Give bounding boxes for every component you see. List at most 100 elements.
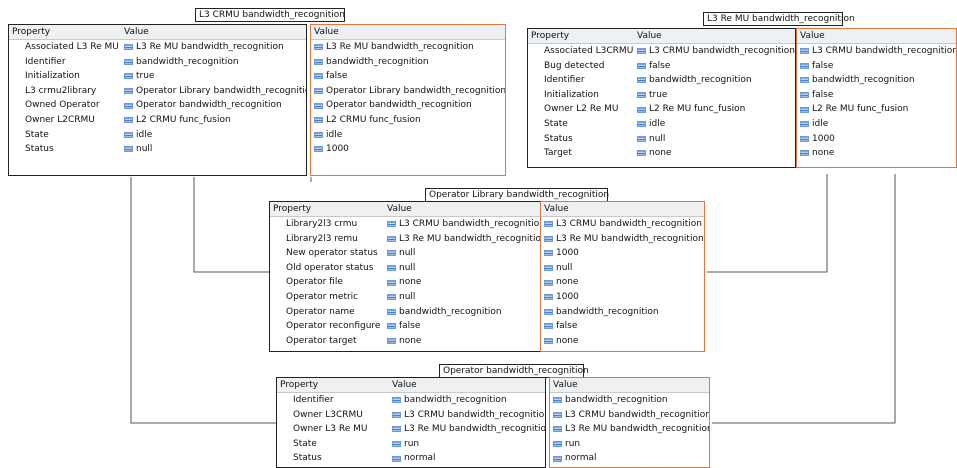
table-row[interactable]: 1000 [311, 142, 505, 157]
value-column-header[interactable]: Value [544, 204, 569, 214]
table-row[interactable]: false [797, 59, 956, 74]
table-row[interactable]: false [311, 69, 505, 84]
table-row[interactable]: idle [797, 117, 956, 132]
property-value[interactable]: Operator bandwidth_recognition [121, 98, 306, 113]
table-row[interactable]: L3 CRMU bandwidth_recognition [550, 408, 709, 423]
compared-value[interactable]: bandwidth_recognition [311, 55, 429, 70]
property-column-header[interactable]: Property [280, 380, 319, 390]
compared-value[interactable]: normal [550, 451, 597, 466]
table-row[interactable]: 1000 [541, 246, 704, 261]
property-value[interactable]: null [384, 246, 542, 261]
value-column-header[interactable]: Value [387, 204, 412, 214]
property-value[interactable]: L3 Re MU bandwidth_recognition [384, 232, 542, 247]
compared-value[interactable]: idle [797, 117, 828, 132]
property-value[interactable]: L3 Re MU bandwidth_recognition [389, 422, 545, 437]
compared-value[interactable]: L3 Re MU bandwidth_recognition [311, 40, 474, 55]
table-row[interactable]: L2 Re MU func_fusion [797, 102, 956, 117]
value-column-header[interactable]: Value [637, 31, 662, 41]
property-value[interactable]: none [384, 275, 542, 290]
table-row[interactable]: bandwidth_recognition [541, 305, 704, 320]
table-row[interactable]: none [541, 334, 704, 349]
compared-value[interactable]: L3 Re MU bandwidth_recognition [550, 422, 709, 437]
value-column-header[interactable]: Value [392, 380, 417, 390]
compared-value[interactable]: bandwidth_recognition [550, 393, 668, 408]
property-value[interactable]: bandwidth_recognition [634, 73, 795, 88]
compared-value[interactable]: L3 Re MU bandwidth_recognition [541, 232, 704, 247]
table-row[interactable]: none [797, 146, 956, 161]
table-row[interactable]: 1000 [797, 132, 956, 147]
table-row[interactable]: bandwidth_recognition [797, 73, 956, 88]
compared-value[interactable]: 1000 [311, 142, 349, 157]
compared-value[interactable]: null [541, 261, 572, 276]
property-value[interactable]: Operator Library bandwidth_recognition [121, 84, 306, 99]
compared-value[interactable]: bandwidth_recognition [797, 73, 915, 88]
compared-value[interactable]: Operator Library bandwidth_recognition [311, 84, 505, 99]
property-value[interactable]: false [384, 319, 542, 334]
property-value[interactable]: none [634, 146, 795, 161]
property-value[interactable]: true [121, 69, 306, 84]
compared-value[interactable]: false [311, 69, 347, 84]
property-column-header[interactable]: Property [273, 204, 312, 214]
property-value[interactable]: L3 Re MU bandwidth_recognition [121, 40, 306, 55]
table-row[interactable]: normal [550, 451, 709, 466]
table-row[interactable]: L3 Re MU bandwidth_recognition [311, 40, 505, 55]
compared-value[interactable]: 1000 [541, 246, 579, 261]
property-column-header[interactable]: Property [531, 31, 570, 41]
compared-value[interactable]: run [550, 437, 580, 452]
compared-value[interactable]: L3 CRMU bandwidth_recognition [541, 217, 702, 232]
property-value[interactable]: idle [121, 128, 306, 143]
compared-value[interactable]: false [797, 88, 833, 103]
property-value[interactable]: null [384, 290, 542, 305]
table-row[interactable]: false [797, 88, 956, 103]
property-value[interactable]: L3 CRMU bandwidth_recognition [389, 408, 545, 423]
property-column-header[interactable]: Property [12, 27, 51, 37]
table-row[interactable]: L3 CRMU bandwidth_recognition [797, 44, 956, 59]
compared-value[interactable]: L2 Re MU func_fusion [797, 102, 908, 117]
compared-value[interactable]: none [541, 334, 578, 349]
property-value[interactable]: L3 CRMU bandwidth_recognition [634, 44, 795, 59]
value-column-header[interactable]: Value [553, 380, 578, 390]
property-value[interactable]: true [634, 88, 795, 103]
compared-value[interactable]: 1000 [797, 132, 835, 147]
value-column-header[interactable]: Value [800, 31, 825, 41]
compared-value[interactable]: false [541, 319, 577, 334]
compared-value[interactable]: L3 CRMU bandwidth_recognition [797, 44, 956, 59]
value-column-header[interactable]: Value [314, 27, 339, 37]
property-value[interactable]: null [634, 132, 795, 147]
property-value[interactable]: bandwidth_recognition [389, 393, 545, 408]
table-row[interactable]: null [541, 261, 704, 276]
property-value[interactable]: null [121, 142, 306, 157]
compared-value[interactable]: idle [311, 128, 342, 143]
property-value[interactable]: run [389, 437, 545, 452]
property-value[interactable]: none [384, 334, 542, 349]
table-row[interactable]: bandwidth_recognition [550, 393, 709, 408]
compared-value[interactable]: L2 CRMU func_fusion [311, 113, 421, 128]
compared-value[interactable]: false [797, 59, 833, 74]
compared-value[interactable]: L3 CRMU bandwidth_recognition [550, 408, 709, 423]
table-row[interactable]: L3 Re MU bandwidth_recognition [541, 232, 704, 247]
